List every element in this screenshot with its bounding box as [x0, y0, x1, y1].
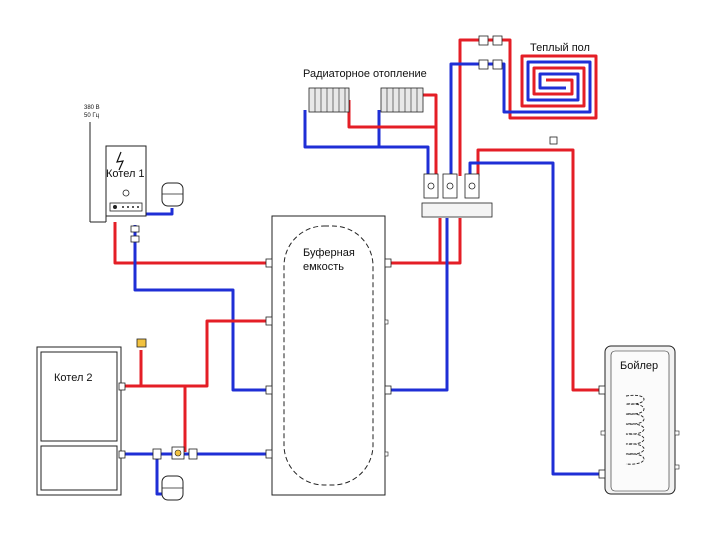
valve-icon [130, 225, 140, 233]
boiler2-supply-pipe [124, 319, 272, 388]
radiator-heating-label: Радиаторное отопление [303, 68, 427, 80]
boiler1-label: Котел 1 [106, 168, 145, 180]
dhw-boiler[interactable]: Бойлер [598, 345, 680, 495]
boiler1-return-pipe [133, 225, 272, 392]
buffer-return-pipe [385, 218, 449, 392]
pump-group-1 [423, 173, 439, 199]
radiator-2[interactable] [380, 87, 424, 113]
boiler1[interactable]: Котел 1 [105, 145, 147, 217]
floor-coil-hot [500, 38, 598, 120]
radiator-return-pipe [303, 110, 430, 176]
pump-group-3 [464, 173, 480, 199]
lightning-icon [116, 151, 125, 171]
boiler2-fittings[interactable] [136, 338, 198, 460]
buffer-label-line1: Буферная [303, 247, 355, 259]
boiler1-valves[interactable] [130, 225, 140, 243]
buffer-tank-body [271, 215, 386, 496]
boiler1-tank-pipe [146, 208, 174, 216]
dhw-supply-pipe [476, 148, 605, 392]
radiator-1[interactable] [308, 87, 350, 113]
radiator-icon [380, 87, 424, 113]
valve-icon [130, 235, 140, 243]
safety-valve-icon [136, 338, 147, 348]
radiator-section: Радиаторное отопление [303, 68, 427, 113]
buffer-supply-out-pipe [385, 218, 462, 265]
radiator-icon [308, 87, 350, 113]
valve-icon [478, 59, 489, 70]
valve-icon [188, 448, 198, 460]
boiler1-supply-pipe [113, 222, 272, 265]
boiler2-tank-pipe [155, 454, 163, 496]
valve-icon [492, 35, 503, 46]
dhw-return-pipe [468, 161, 605, 476]
boiler2-label: Котел 2 [54, 372, 93, 384]
power-voltage-label: 380 В [84, 105, 100, 111]
floor-heating-label: Теплый пол [530, 42, 590, 54]
floor-heating-section: Теплый пол [478, 35, 590, 70]
valve-icon [492, 59, 503, 70]
expansion-tank-2[interactable] [161, 475, 184, 501]
floor-valves[interactable] [478, 35, 503, 70]
power-freq-label: 50 Гц [84, 113, 100, 119]
pump-icon [468, 182, 476, 190]
pump-icon [446, 182, 454, 190]
pump-icon [122, 189, 130, 197]
floor-coil-cold [500, 60, 592, 114]
manifold-body [421, 202, 493, 218]
expansion-tank-icon [161, 182, 184, 207]
radiator-supply-pipe [347, 100, 438, 176]
buffer-label-line2: емкость [303, 261, 344, 273]
buffer-tank[interactable]: Буферная емкость [265, 215, 392, 496]
valve-icon [478, 35, 489, 46]
valve-icon [152, 448, 162, 460]
boiler2[interactable]: Котел 2 [36, 346, 126, 496]
air-vent-icon [549, 136, 558, 145]
radiator-supply-pipe-2 [423, 93, 438, 127]
expansion-tank-1[interactable] [161, 182, 184, 207]
power-supply: 380 В 50 Гц [84, 105, 107, 223]
pump-group-2 [442, 173, 458, 199]
dhw-coil [625, 394, 645, 465]
pump-icon [427, 182, 435, 190]
buffer-tank-inner [283, 225, 374, 486]
boiler1-panel [109, 202, 143, 212]
floor-return-pipe [449, 62, 500, 176]
dhw-boiler-label: Бойлер [620, 360, 658, 372]
manifold[interactable] [421, 136, 558, 218]
pipes [113, 38, 605, 496]
